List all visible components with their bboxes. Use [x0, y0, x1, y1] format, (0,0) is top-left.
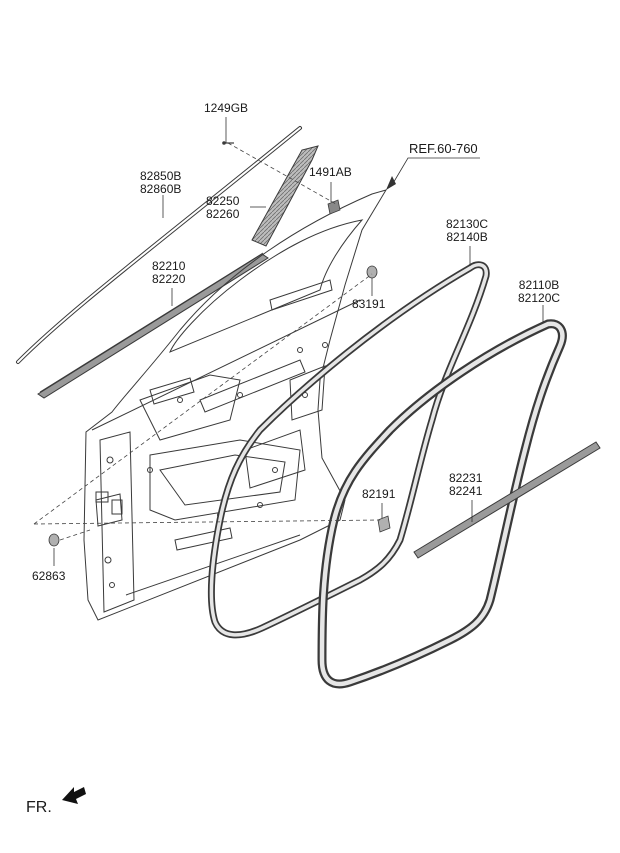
callout-text: 82850B [140, 169, 182, 183]
callout-text: 82191 [362, 487, 396, 501]
callout-text: 62863 [32, 569, 66, 583]
callout-text: 82120C [518, 291, 561, 305]
callout-text: 82241 [449, 484, 483, 498]
callout-82210: 82210 82220 [152, 260, 185, 286]
direction-text: FR. [26, 799, 52, 816]
callout-82250: 82250 82260 [206, 195, 239, 221]
callout-text: 82231 [449, 471, 483, 485]
callout-text: 82210 [152, 259, 186, 273]
leader-lines [53, 117, 544, 566]
frame-garnish [251, 145, 319, 247]
callout-82110b: 82110B 82120C [518, 279, 560, 305]
callout-text: 1491AB [309, 165, 352, 179]
callout-1491ab: 1491AB [309, 166, 352, 179]
belt-moulding [37, 252, 269, 399]
callout-text: 82130C [446, 217, 489, 231]
dashed-guides [33, 142, 381, 541]
callout-text: 82860B [140, 182, 182, 196]
callout-82850b: 82850B 82860B [140, 170, 181, 196]
door-panel [83, 189, 388, 621]
callout-82130c: 82130C 82140B [446, 218, 488, 244]
callout-62863: 62863 [32, 570, 65, 583]
callout-ref-60-760: REF.60-760 [409, 142, 478, 155]
roof-moulding [16, 126, 302, 364]
callout-82231: 82231 82241 [449, 472, 482, 498]
door-opening-seal [207, 261, 490, 639]
lower-seal-strip [413, 441, 601, 559]
plug-82191 [377, 515, 391, 533]
clip-1491ab [327, 199, 341, 215]
callout-1249gb: 1249GB [204, 102, 248, 115]
plug-62863 [48, 533, 60, 547]
ref-arrow [386, 176, 396, 190]
callout-text: 82140B [446, 230, 488, 244]
front-direction-arrow-icon [62, 787, 86, 804]
callout-text: 82110B [518, 278, 560, 292]
callout-text: 1249GB [204, 101, 249, 115]
callout-text: REF.60-760 [409, 141, 478, 156]
callout-text: 82220 [152, 272, 186, 286]
callout-text: 83191 [352, 297, 386, 311]
front-direction-label: FR. [26, 799, 52, 816]
door-side-seal [317, 319, 567, 689]
callout-text: 82250 [206, 194, 240, 208]
callout-text: 82260 [206, 207, 240, 221]
callout-82191: 82191 [362, 488, 395, 501]
callout-83191: 83191 [352, 298, 385, 311]
